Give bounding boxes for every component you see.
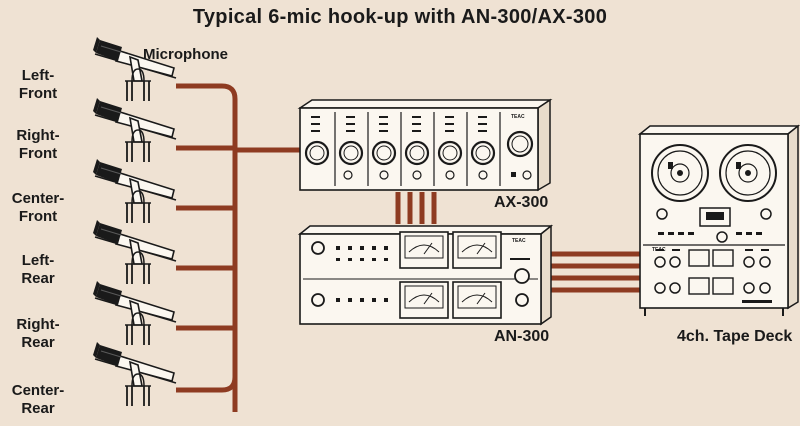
cable-mic-center-rear xyxy=(176,376,238,393)
mic-label-line: Left- xyxy=(21,67,55,84)
mic-label-line: Center- xyxy=(11,382,65,399)
microphone-header: Microphone xyxy=(143,46,228,63)
mic-label-right-rear: Right- Rear xyxy=(0,316,76,352)
an300-badge: TEAC xyxy=(512,238,526,244)
microphone-icon xyxy=(92,158,177,224)
microphone-icon xyxy=(92,219,177,285)
ax300-badge: TEAC xyxy=(511,114,525,120)
cable-mic-left-front xyxy=(176,83,238,412)
microphone-icon xyxy=(92,280,177,346)
mic-label-line: Right- xyxy=(16,127,60,144)
tape-deck: TEAC xyxy=(637,124,800,316)
cables xyxy=(176,83,640,412)
mic-label-line: Rear xyxy=(21,334,55,351)
mic-label-line: Front xyxy=(18,208,58,225)
ax300-label: AX-300 xyxy=(494,194,549,211)
microphone-icon xyxy=(92,341,177,407)
mic-label-line: Front xyxy=(18,145,58,162)
tape-deck-label: 4ch. Tape Deck xyxy=(677,328,793,345)
mic-label-right-front: Right- Front xyxy=(0,127,76,163)
mic-label-line: Rear xyxy=(21,400,55,417)
microphone-icon xyxy=(92,97,177,163)
an300-label: AN-300 xyxy=(494,328,550,345)
mic-label-line: Rear xyxy=(21,270,55,287)
diagram-title: Typical 6-mic hook-up with AN-300/AX-300 xyxy=(192,6,608,28)
mic-label-line: Left- xyxy=(21,252,55,269)
mic-label-center-front: Center- Front xyxy=(0,190,76,226)
mic-label-left-front: Left- Front xyxy=(0,67,76,103)
mic-label-center-rear: Center- Rear xyxy=(0,382,76,418)
microphones xyxy=(92,36,177,407)
ax300-mixer: TEAC xyxy=(297,98,553,192)
an300-processor: TEAC xyxy=(297,224,554,326)
deck-badge: TEAC xyxy=(652,247,666,253)
mic-label-left-rear: Left- Rear xyxy=(0,252,76,288)
mic-label-line: Front xyxy=(18,85,58,102)
mic-label-line: Center- xyxy=(11,190,65,207)
mic-label-line: Right- xyxy=(16,316,60,333)
